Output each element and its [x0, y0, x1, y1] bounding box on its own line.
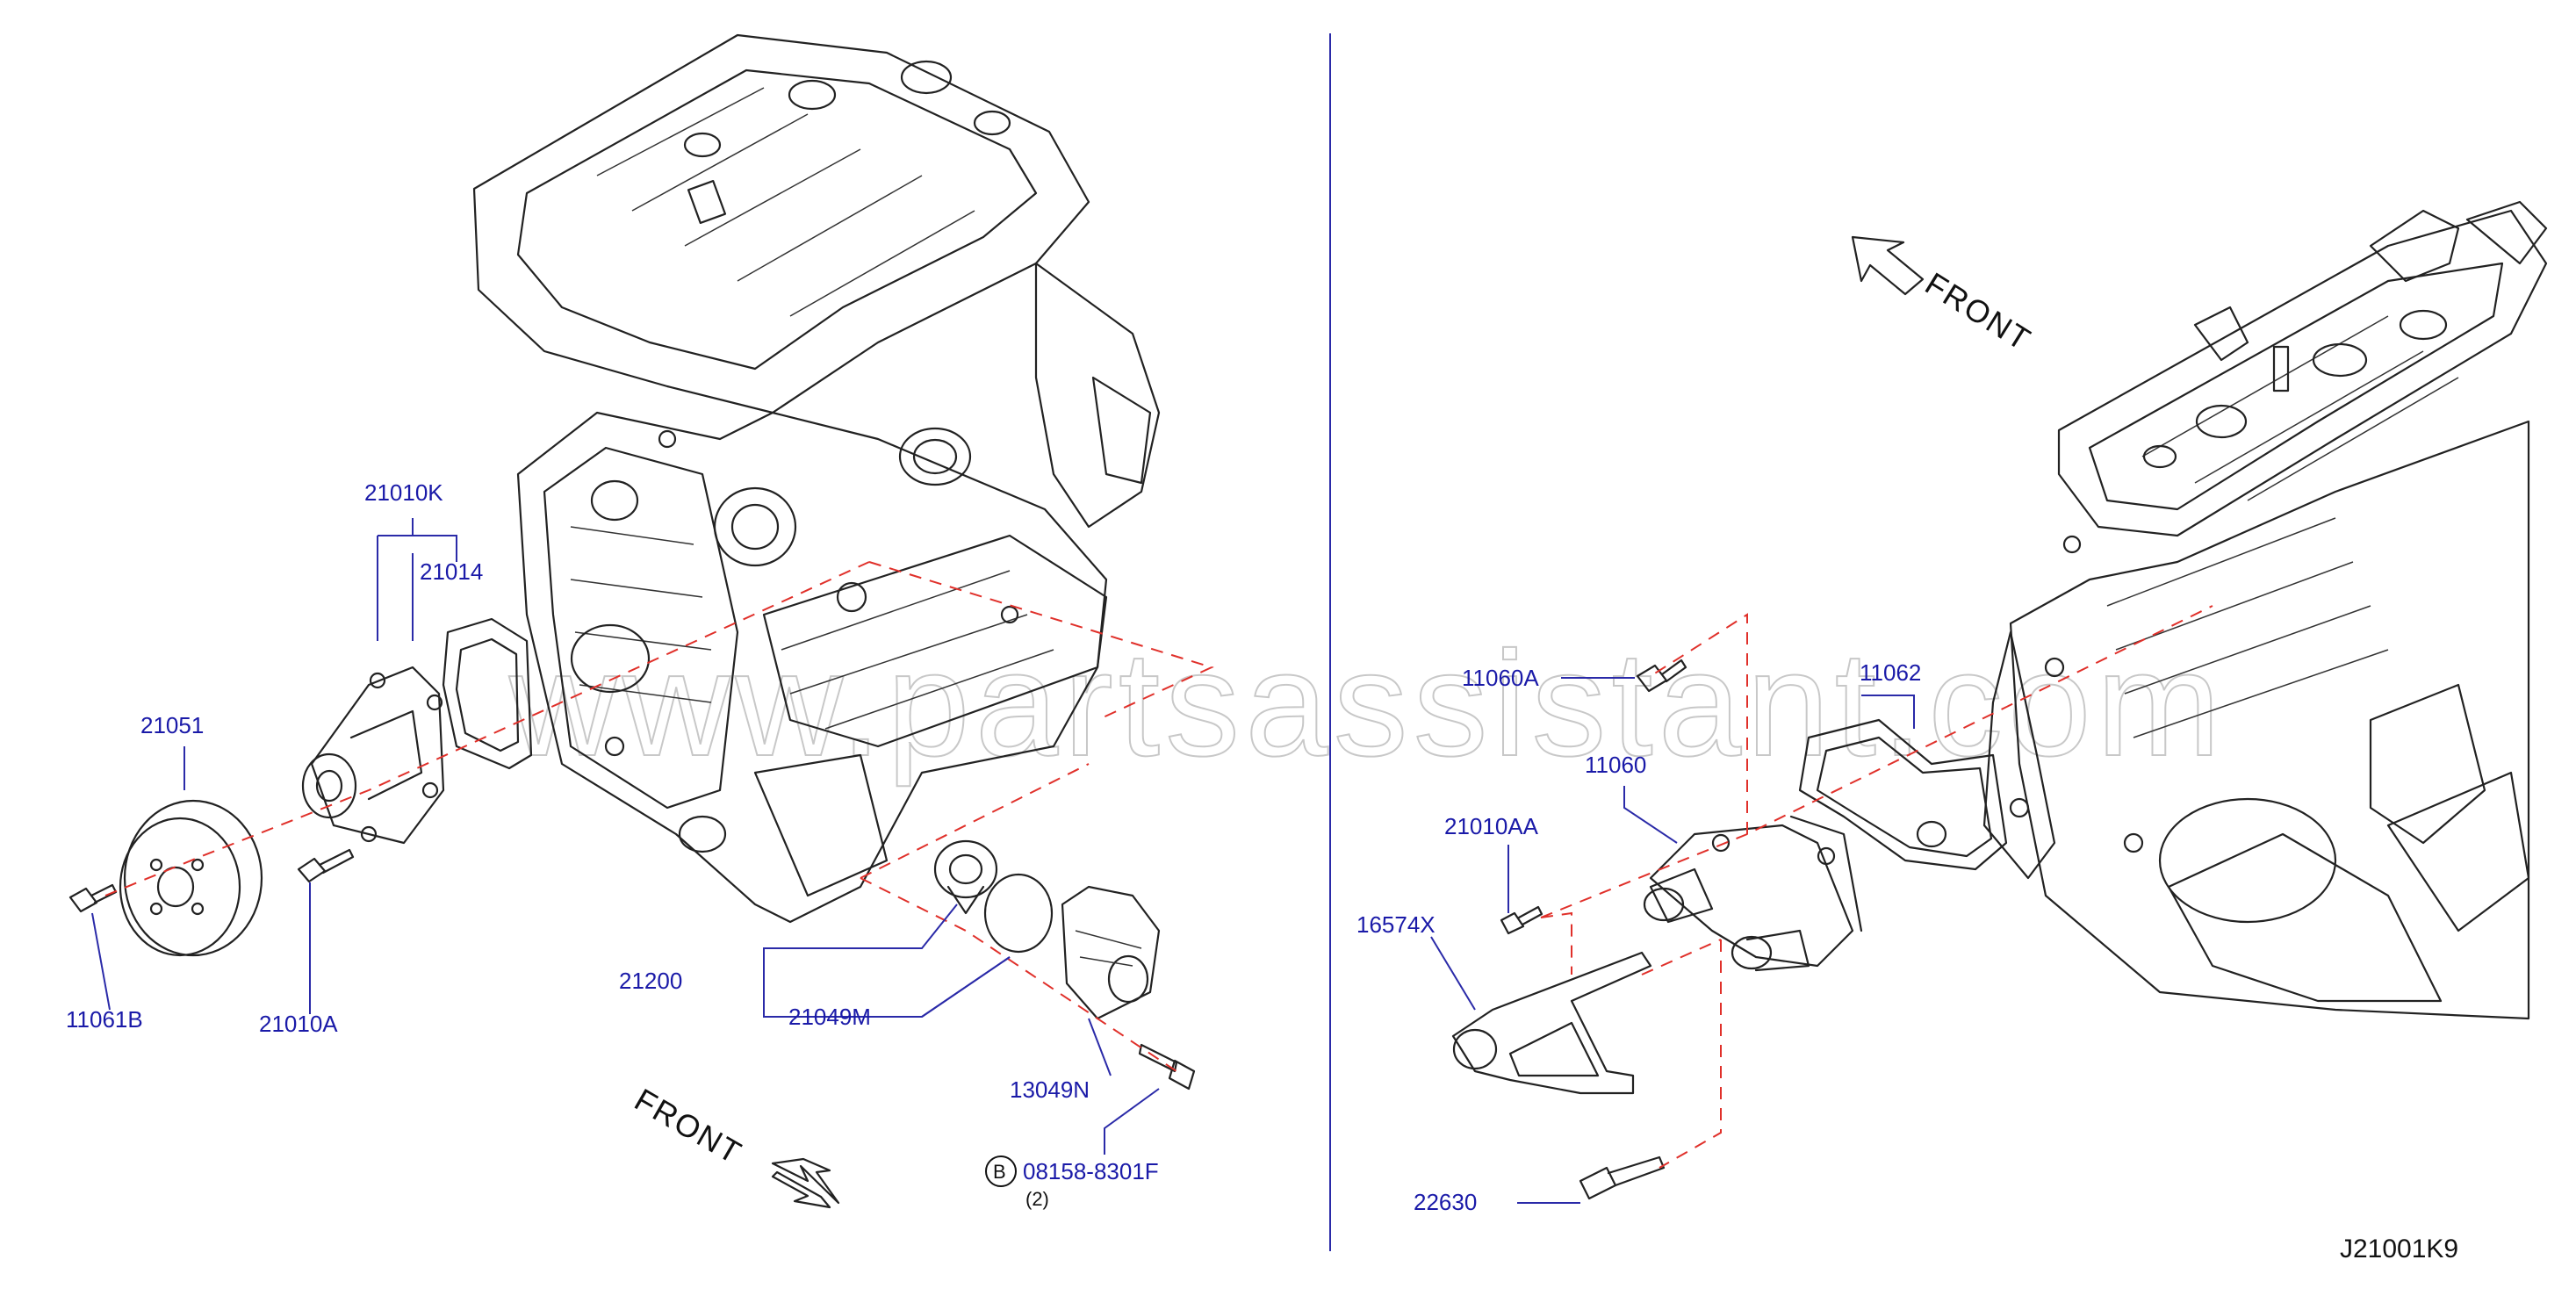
bolt-marker-letter: B — [993, 1161, 1006, 1183]
bolt-11060A[interactable] — [1636, 659, 1687, 693]
thermostat-housing-13049N[interactable] — [1061, 885, 1161, 1020]
gasket-21014[interactable] — [442, 617, 533, 770]
water-pump-21010K[interactable] — [301, 666, 445, 845]
label-21200[interactable]: 21200 — [619, 968, 682, 994]
bolt-11061B[interactable] — [68, 883, 118, 913]
water-pump-pulley-21051[interactable] — [119, 799, 263, 957]
front-label-left: FRONT — [629, 1081, 749, 1170]
bolt-08158-8301F[interactable] — [1138, 1043, 1196, 1091]
temperature-sensor-22630[interactable] — [1579, 1155, 1666, 1200]
front-arrow-left-tail — [771, 1170, 831, 1209]
bracket-16574X[interactable] — [1451, 951, 1652, 1095]
gasket-11062[interactable] — [1798, 718, 2008, 871]
label-21014[interactable]: 21014 — [420, 558, 483, 585]
label-11062[interactable]: 11062 — [1860, 659, 1921, 686]
left-engine-block — [472, 33, 1161, 924]
label-21051[interactable]: 21051 — [140, 712, 204, 738]
front-label-right: FRONT — [1919, 265, 2038, 358]
thermostat-21200[interactable] — [933, 839, 998, 915]
bolt-marker-b: B — [985, 1155, 1017, 1187]
label-21010A[interactable]: 21010A — [259, 1011, 338, 1037]
label-21010AA[interactable]: 21010AA — [1444, 813, 1539, 839]
label-11060[interactable]: 11060 — [1585, 752, 1646, 778]
label-21049M[interactable]: 21049M — [788, 1004, 871, 1030]
diagram-code: J21001K9 — [2340, 1235, 2458, 1263]
label-16574X[interactable]: 16574X — [1356, 911, 1436, 938]
front-arrow-right-icon — [1851, 235, 1925, 296]
water-outlet-11060[interactable] — [1643, 815, 1863, 972]
watermark: www.partsassistant.com — [508, 621, 2226, 788]
label-22630[interactable]: 22630 — [1414, 1189, 1477, 1215]
label-08158-8301F[interactable]: 08158-8301F — [1023, 1158, 1159, 1184]
right-engine-block — [1982, 200, 2548, 1020]
seal-21049M[interactable] — [983, 873, 1054, 954]
label-21010K[interactable]: 21010K — [364, 479, 443, 506]
bolt-quantity: (2) — [1025, 1188, 1049, 1210]
bolt-21010A[interactable] — [297, 848, 355, 883]
bolt-21010AA[interactable] — [1500, 905, 1543, 935]
label-11060A[interactable]: 11060A — [1462, 665, 1539, 691]
label-11061B[interactable]: 11061B — [66, 1006, 143, 1033]
front-arrow-left-icon — [771, 1157, 840, 1205]
label-13049N[interactable]: 13049N — [1010, 1076, 1090, 1103]
